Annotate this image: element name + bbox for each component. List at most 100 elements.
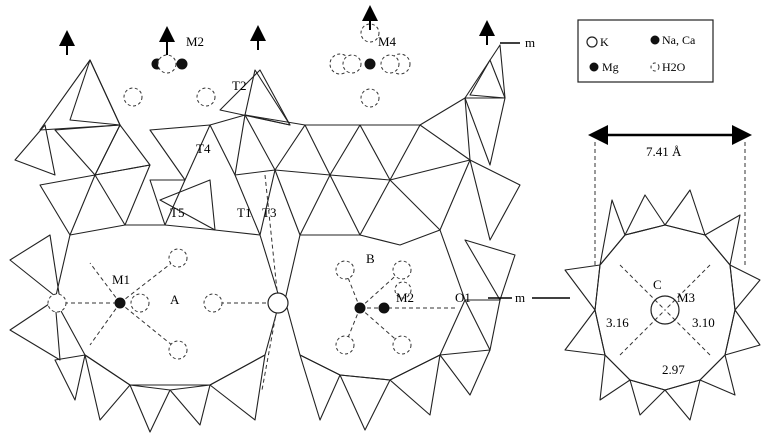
- tetrahedron: [439, 349, 491, 396]
- h2o-site: [335, 260, 355, 280]
- tetrahedron: [599, 199, 626, 266]
- tetrahedron: [69, 59, 121, 126]
- diagram-labels: M2 M4 T2 T4 T5 T1 T3 M1 A B M2 O1 m m C …: [112, 34, 715, 377]
- tetrahedron: [149, 124, 211, 181]
- tetrahedron: [664, 379, 701, 421]
- legend-naca-label: Na, Ca: [662, 33, 696, 47]
- tetrahedron: [39, 174, 96, 236]
- tetrahedron: [299, 354, 341, 421]
- tetrahedron: [234, 169, 276, 236]
- tetrahedron: [54, 124, 121, 176]
- tetrahedron: [359, 124, 421, 181]
- ring-a-outline: [54, 224, 281, 386]
- h2o-site: [130, 293, 150, 313]
- tetrahedron: [244, 69, 291, 126]
- naca-ion: [176, 58, 188, 70]
- label-m4: M4: [378, 34, 397, 49]
- label-dist-310: 3.10: [692, 315, 715, 330]
- tetrahedron: [244, 114, 306, 171]
- tetrahedron: [14, 124, 56, 176]
- naca-ion: [354, 302, 366, 314]
- tetrahedron: [464, 97, 506, 166]
- tetrahedron: [209, 354, 266, 421]
- tetrahedron: [469, 159, 521, 241]
- tetrahedron: [389, 354, 441, 416]
- h2o-site: [157, 54, 177, 74]
- label-dist-316: 3.16: [606, 315, 629, 330]
- tetrahedron: [389, 159, 471, 231]
- label-t4: T4: [196, 141, 211, 156]
- tetrahedron: [149, 179, 186, 226]
- label-t2: T2: [232, 78, 246, 93]
- tetrahedron: [629, 379, 666, 416]
- h2o-site: [196, 87, 216, 107]
- tetrahedron: [339, 374, 391, 431]
- label-m2-top: M2: [186, 34, 204, 49]
- tetrahedron: [699, 354, 736, 396]
- left-framework: [9, 44, 521, 433]
- ring-c: [564, 125, 761, 421]
- h2o-site: [335, 335, 355, 355]
- legend-k-label: K: [600, 35, 609, 49]
- h2o-site: [203, 293, 223, 313]
- tetrahedron: [84, 354, 131, 421]
- tetrahedron: [564, 309, 606, 356]
- h2o-site: [380, 54, 400, 74]
- tetrahedron: [464, 239, 516, 301]
- h2o-site: [47, 293, 67, 313]
- h2o-site: [168, 248, 188, 268]
- legend-box: [577, 19, 714, 83]
- legend-mg-symbol: [589, 62, 599, 72]
- label-ring-c: C: [653, 277, 662, 292]
- legend-k-symbol: [586, 36, 598, 48]
- label-width: 7.41 Å: [646, 144, 682, 159]
- coordination-lines: [57, 174, 455, 391]
- label-t1: T1: [237, 205, 251, 220]
- direction-arrows: [59, 5, 570, 299]
- label-ring-a: A: [170, 292, 180, 307]
- tetrahedron: [624, 194, 666, 236]
- tetrahedron: [274, 169, 331, 236]
- tetrahedron: [469, 59, 506, 99]
- label-t3: T3: [262, 205, 276, 220]
- tetrahedron: [564, 264, 601, 311]
- tetrahedron: [169, 384, 211, 426]
- tetrahedron: [464, 44, 506, 99]
- k-ion: [267, 292, 289, 314]
- label-m2-mid: M2: [396, 290, 414, 305]
- label-m3: M3: [677, 290, 695, 305]
- naca-ion: [378, 302, 390, 314]
- tetrahedron: [9, 299, 61, 361]
- label-t5: T5: [170, 205, 184, 220]
- tetrahedron: [159, 179, 216, 231]
- tetrahedron: [304, 124, 361, 176]
- tetrahedron: [729, 264, 761, 311]
- label-m1: M1: [112, 272, 130, 287]
- h2o-site: [342, 54, 362, 74]
- legend-h2o-label: H2O: [662, 60, 686, 74]
- cations: [114, 54, 680, 325]
- h2o-site: [123, 87, 143, 107]
- tetrahedron: [464, 299, 501, 351]
- label-m-mid: m: [515, 290, 525, 305]
- h2o-site: [392, 260, 412, 280]
- ring-b-outline: [284, 229, 466, 381]
- label-ring-b: B: [366, 251, 375, 266]
- h2o-site: [394, 281, 412, 299]
- tetrahedron: [54, 354, 86, 401]
- tetrahedron: [704, 214, 741, 266]
- h2o-site: [168, 340, 188, 360]
- tetrahedron: [9, 234, 61, 301]
- mg-ion: [114, 297, 126, 309]
- mg-ion: [364, 58, 376, 70]
- tetrahedron: [664, 189, 706, 236]
- tetrahedron: [329, 174, 391, 236]
- h2o-site: [392, 335, 412, 355]
- tetrahedron: [94, 164, 151, 226]
- legend-h2o-symbol: [650, 62, 660, 72]
- tetrahedron: [724, 309, 761, 356]
- tetrahedron: [209, 114, 246, 176]
- label-dist-297: 2.97: [662, 362, 685, 377]
- label-m-top: m: [525, 35, 535, 50]
